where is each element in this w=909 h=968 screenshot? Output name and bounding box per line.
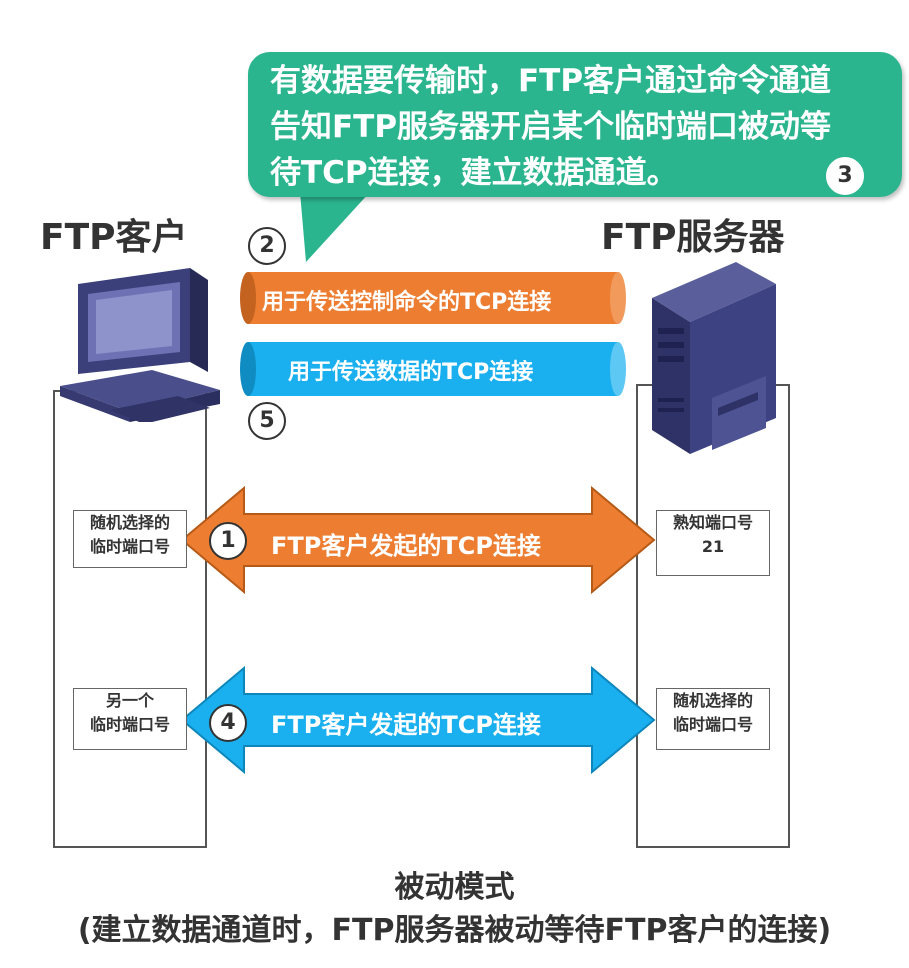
- connection-pipes: [240, 272, 626, 396]
- port-text-line: 21: [701, 537, 725, 556]
- step-4-badge: 4: [209, 704, 247, 742]
- arrow-1-label: FTP客户发起的TCP连接: [271, 532, 541, 560]
- port-text-line: 随机选择的: [89, 513, 170, 532]
- port-text-line: 临时端口号: [672, 715, 753, 734]
- step-5-badge: 5: [248, 402, 286, 440]
- port-text-line: 随机选择的: [672, 691, 753, 710]
- server-title: FTP服务器: [601, 217, 785, 258]
- callout-line: 待TCP连接，建立数据通道。: [270, 155, 678, 191]
- control-pipe-label: 用于传送控制命令的TCP连接: [262, 290, 552, 315]
- port-text-line: 临时端口号: [89, 537, 170, 556]
- arrow-4-label: FTP客户发起的TCP连接: [271, 711, 541, 739]
- port-text-line: 临时端口号: [89, 715, 170, 734]
- server-lane: [636, 384, 790, 848]
- callout-tail: [300, 192, 370, 262]
- connection-arrows: [182, 485, 656, 775]
- callout-line: 告知FTP服务器开启某个临时端口被动等: [270, 109, 832, 145]
- step-3-badge: 3: [826, 157, 864, 195]
- client-computer-icon: [60, 268, 220, 422]
- data-pipe: [240, 342, 626, 396]
- caption-subtitle: (建立数据通道时，FTP服务器被动等待FTP客户的连接): [77, 913, 832, 948]
- data-pipe-label: 用于传送数据的TCP连接: [288, 360, 534, 385]
- client-lane: [53, 390, 207, 848]
- server-tower-icon: [652, 262, 776, 454]
- callout-line: 有数据要传输时，FTP客户通过命令通道: [270, 63, 832, 99]
- step-2-badge: 2: [248, 227, 286, 265]
- data-connection-arrow: [182, 665, 656, 775]
- client-port-another: 另一个 临时端口号: [73, 688, 187, 750]
- server-port-well-known: 熟知端口号 21: [656, 510, 770, 576]
- caption-title: 被动模式: [394, 870, 515, 905]
- step-1-badge: 1: [209, 522, 247, 560]
- server-port-random: 随机选择的 临时端口号: [656, 688, 770, 750]
- control-connection-arrow: [182, 485, 656, 595]
- control-pipe: [240, 272, 626, 324]
- callout-text: 有数据要传输时，FTP客户通过命令通道 告知FTP服务器开启某个临时端口被动等 …: [270, 58, 890, 196]
- port-text-line: 另一个: [105, 691, 154, 710]
- client-title: FTP客户: [40, 217, 188, 258]
- callout-bubble: [248, 52, 902, 197]
- client-port-random: 随机选择的 临时端口号: [73, 510, 187, 568]
- port-text-line: 熟知端口号: [672, 513, 753, 532]
